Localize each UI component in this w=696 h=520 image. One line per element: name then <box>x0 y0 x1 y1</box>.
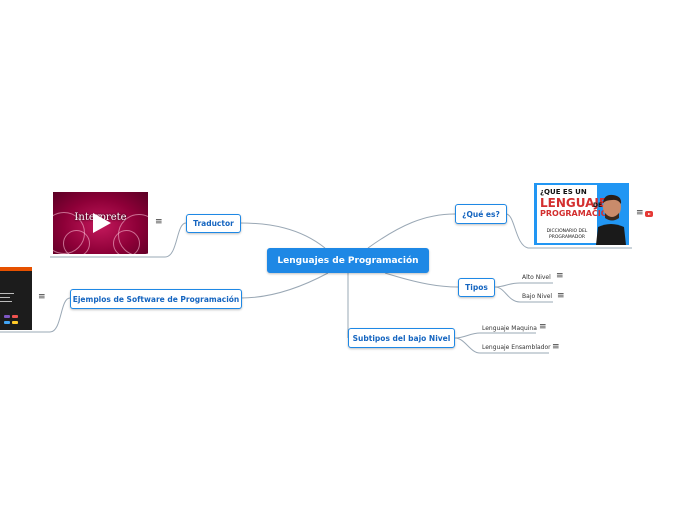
notes-icon[interactable]: ≡ <box>155 217 163 227</box>
thumbnail-header <box>0 267 32 271</box>
leaf-bajo-nivel[interactable]: Bajo Nivel <box>522 293 553 300</box>
thumbnail-de: DE <box>593 202 603 209</box>
interprete-video-thumbnail[interactable]: Interprete <box>53 192 148 254</box>
root-node[interactable]: Lenguajes de Programación <box>267 248 429 273</box>
link-ejemplos-image <box>0 297 71 333</box>
que-es-video-thumbnail[interactable]: ¿QUE ES UN LENGUAJE PROGRAMACIÓN? DE DIC… <box>534 183 629 245</box>
notes-icon[interactable]: ≡ <box>539 322 547 332</box>
logo-chip <box>12 315 18 318</box>
logo-chip <box>4 321 10 324</box>
link-ensamblador <box>454 337 549 354</box>
link-bajo-nivel <box>494 286 553 303</box>
leaf-lenguaje-ensamblador[interactable]: Lenguaje Ensamblador <box>482 344 551 351</box>
text-line <box>0 293 14 294</box>
link-ejemplos <box>240 272 329 299</box>
branch-traductor[interactable]: Traductor <box>186 214 241 233</box>
notes-icon[interactable]: ≡ <box>38 292 46 302</box>
link-traductor-image <box>50 222 187 258</box>
link-alto-nivel <box>494 282 553 288</box>
notes-icon[interactable]: ≡ <box>636 208 644 218</box>
notes-icon[interactable]: ≡ <box>556 271 564 281</box>
branch-ejemplos[interactable]: Ejemplos de Software de Programación <box>70 289 242 309</box>
thumbnail-line4: DICCIONARIO DEL PROGRAMADOR <box>546 229 588 240</box>
play-icon[interactable] <box>93 213 111 233</box>
link-traductor <box>239 222 326 249</box>
leaf-alto-nivel[interactable]: Alto Nivel <box>522 274 551 281</box>
link-que-es-image <box>505 213 632 249</box>
link-maquina <box>454 332 536 339</box>
notes-icon[interactable]: ≡ <box>552 342 560 352</box>
text-line <box>0 301 12 302</box>
youtube-icon[interactable] <box>645 211 653 217</box>
branch-tipos[interactable]: Tipos <box>458 278 495 297</box>
leaf-lenguaje-maquina[interactable]: Lenguaje Maquina <box>482 325 537 332</box>
logo-chip <box>4 315 10 318</box>
thumbnail-line1: ¿QUE ES UN <box>540 188 587 196</box>
branch-que-es[interactable]: ¿Qué es? <box>455 204 507 224</box>
decorative-swirl <box>63 230 90 254</box>
notes-icon[interactable]: ≡ <box>557 291 565 301</box>
thumbnail-line3: PROGRAMACIÓN? <box>540 209 619 218</box>
logo-chip <box>12 321 18 324</box>
link-que-es <box>367 213 456 249</box>
thumbnail-panel: ¿QUE ES UN LENGUAJE PROGRAMACIÓN? DE DIC… <box>537 185 619 243</box>
thumbnail-line2: LENGUAJE <box>540 196 608 210</box>
link-tipos <box>384 272 459 288</box>
software-image-thumbnail[interactable] <box>0 267 32 330</box>
decorative-swirl <box>113 230 140 254</box>
person-illustration <box>596 194 626 245</box>
text-line <box>0 297 10 298</box>
branch-subtipos[interactable]: Subtipos del bajo Nivel <box>348 328 455 348</box>
